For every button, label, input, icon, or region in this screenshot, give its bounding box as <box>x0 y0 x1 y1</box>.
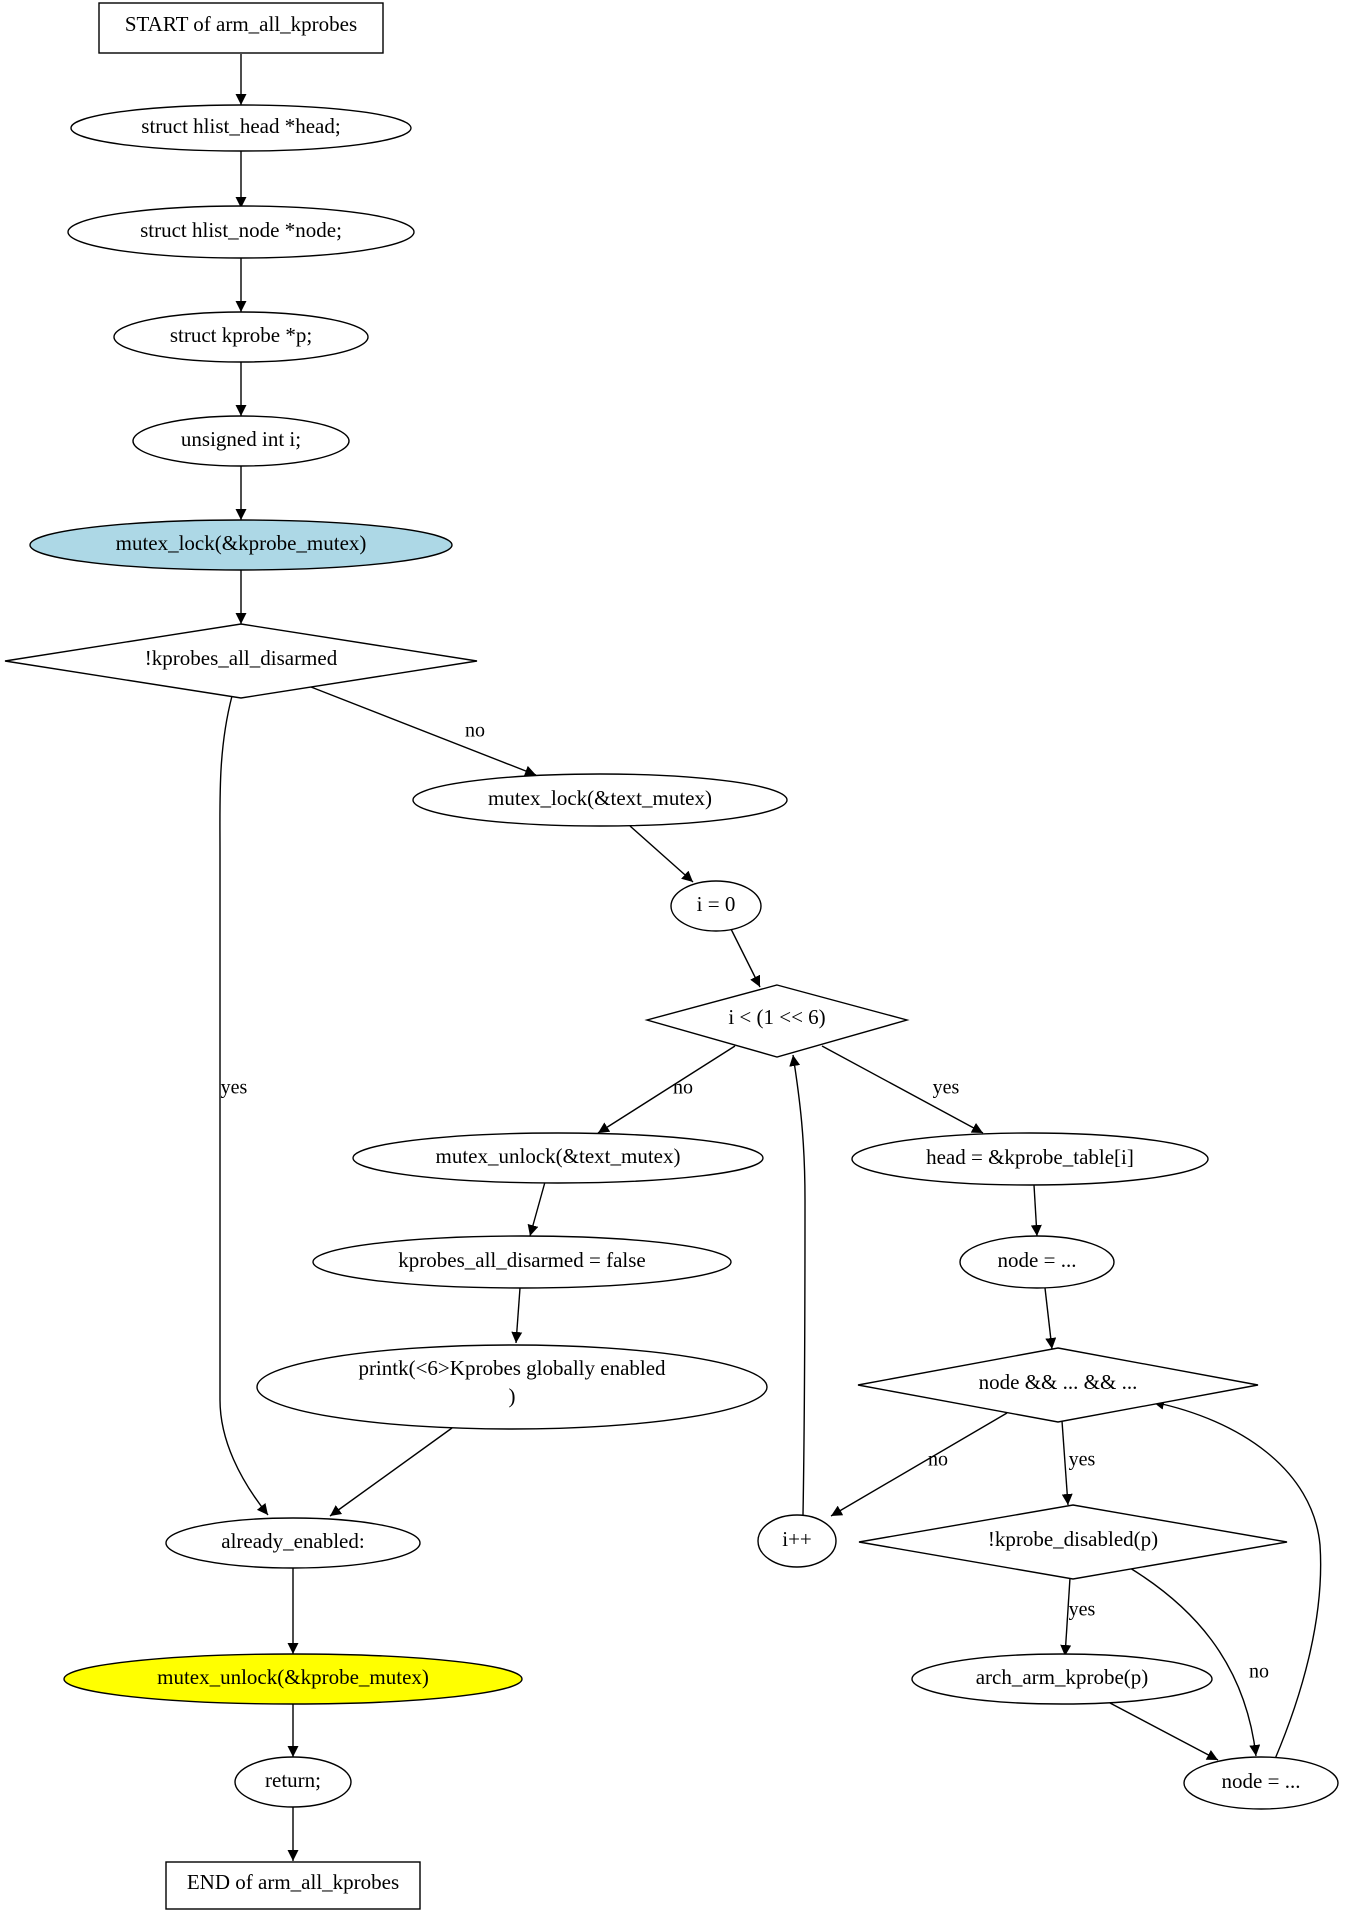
decl-node-node: struct hlist_node *node; <box>67 205 415 259</box>
node-init-label: node = ... <box>998 1248 1077 1272</box>
cond-disarmed-node: !kprobes_all_disarmed <box>4 623 478 699</box>
printk-label-line1: printk(<6>Kprobes globally enabled <box>358 1356 666 1380</box>
lock-kprobe-node: mutex_lock(&kprobe_mutex) <box>29 519 453 571</box>
edge-label-loop-no: no <box>673 1077 693 1099</box>
unlock-kprobe-label: mutex_unlock(&kprobe_mutex) <box>157 1665 429 1689</box>
start-node: START of arm_all_kprobes <box>98 2 384 54</box>
edge-cond-node-yes <box>1061 1420 1073 1506</box>
edge-cond-disarmed-yes <box>219 695 269 1516</box>
edge-cond-node-no <box>830 1412 1008 1517</box>
edge-assign-head-to-node-init <box>1030 1184 1042 1237</box>
edge-label-disarmed-no: no <box>465 720 485 742</box>
edge-label-disarmed-yes: yes <box>221 1077 248 1099</box>
edge-printk-to-already-enabled <box>329 1427 453 1517</box>
cond-disarmed-label: !kprobes_all_disarmed <box>145 646 338 670</box>
edge-label-node-yes: yes <box>1069 1449 1096 1471</box>
nodes: START of arm_all_kprobes struct hlist_he… <box>4 2 1339 1910</box>
cond-loop-node: i < (1 << 6) <box>644 984 910 1058</box>
unlock-text-node: mutex_unlock(&text_mutex) <box>352 1132 764 1184</box>
cond-kprobe-node: !kprobe_disabled(p) <box>858 1504 1288 1580</box>
edge-label-kprobe-yes: yes <box>1069 1599 1096 1621</box>
set-disarmed-node: kprobes_all_disarmed = false <box>312 1235 732 1289</box>
return-node: return; <box>234 1756 352 1808</box>
edge-cond-loop-no <box>597 1045 736 1134</box>
decl-head-node: struct hlist_head *head; <box>70 104 412 152</box>
inc-i-node: i++ <box>757 1514 837 1568</box>
edge-label-node-no: no <box>928 1449 948 1471</box>
cond-node-node: node && ... && ... <box>857 1347 1259 1423</box>
lock-kprobe-ellipse <box>29 519 453 571</box>
edge-lock-text-to-init-i <box>629 825 694 883</box>
already-enabled-node: already_enabled: <box>165 1517 421 1569</box>
decl-i-node: unsigned int i; <box>132 415 350 467</box>
decl-head-label: struct hlist_head *head; <box>141 114 340 138</box>
lock-text-label: mutex_lock(&text_mutex) <box>488 786 712 810</box>
edge-arch-arm-to-node-next <box>1109 1702 1219 1761</box>
unlock-kprobe-node: mutex_unlock(&kprobe_mutex) <box>63 1653 523 1705</box>
edge-cond-loop-yes <box>821 1045 984 1134</box>
assign-head-label: head = &kprobe_table[i] <box>926 1145 1134 1169</box>
init-i-node: i = 0 <box>670 880 762 932</box>
edge-labels: no yes no yes no yes yes no <box>221 720 1269 1683</box>
node-next-label: node = ... <box>1222 1769 1301 1793</box>
edge-init-i-to-cond-loop <box>730 928 761 988</box>
init-i-label: i = 0 <box>697 892 736 916</box>
node-init-node: node = ... <box>959 1235 1115 1289</box>
return-label: return; <box>265 1768 321 1792</box>
node-next-node: node = ... <box>1183 1756 1339 1810</box>
edge-node-next-to-cond-node <box>1152 1398 1322 1760</box>
printk-node: printk(<6>Kprobes globally enabled ) <box>256 1344 768 1430</box>
edge-set-disarmed-to-printk <box>511 1287 523 1344</box>
edge-inc-i-to-cond-loop <box>789 1054 806 1516</box>
edge-label-kprobe-no: no <box>1249 1661 1269 1683</box>
edge-label-loop-yes: yes <box>933 1077 960 1099</box>
edges <box>219 54 1322 1861</box>
assign-head-node: head = &kprobe_table[i] <box>851 1132 1209 1186</box>
cond-loop-label: i < (1 << 6) <box>728 1005 825 1029</box>
end-label: END of arm_all_kprobes <box>187 1870 399 1894</box>
edge-cond-kprobe-no <box>1129 1567 1261 1757</box>
inc-i-label: i++ <box>782 1527 812 1551</box>
decl-i-label: unsigned int i; <box>181 427 301 451</box>
edge-unlock-text-to-set-disarmed <box>527 1181 546 1237</box>
decl-p-label: struct kprobe *p; <box>170 323 312 347</box>
decl-node-label: struct hlist_node *node; <box>140 218 342 242</box>
edge-cond-kprobe-yes <box>1060 1577 1072 1657</box>
edge-node-init-to-cond-node <box>1044 1287 1057 1350</box>
unlock-kprobe-ellipse <box>63 1653 523 1705</box>
already-enabled-label: already_enabled: <box>221 1529 364 1553</box>
decl-p-node: struct kprobe *p; <box>113 311 369 363</box>
arch-arm-label: arch_arm_kprobe(p) <box>976 1665 1149 1689</box>
arch-arm-node: arch_arm_kprobe(p) <box>911 1653 1213 1705</box>
end-node: END of arm_all_kprobes <box>165 1861 421 1910</box>
start-node-label: START of arm_all_kprobes <box>125 12 357 36</box>
lock-text-node: mutex_lock(&text_mutex) <box>412 773 788 827</box>
set-disarmed-label: kprobes_all_disarmed = false <box>398 1248 645 1272</box>
cond-kprobe-label: !kprobe_disabled(p) <box>988 1527 1158 1551</box>
cond-node-label: node && ... && ... <box>979 1370 1138 1394</box>
printk-label-line2: ) <box>509 1384 516 1408</box>
lock-kprobe-label: mutex_lock(&kprobe_mutex) <box>116 531 367 555</box>
edge-cond-disarmed-no <box>310 686 537 777</box>
unlock-text-label: mutex_unlock(&text_mutex) <box>436 1144 681 1168</box>
